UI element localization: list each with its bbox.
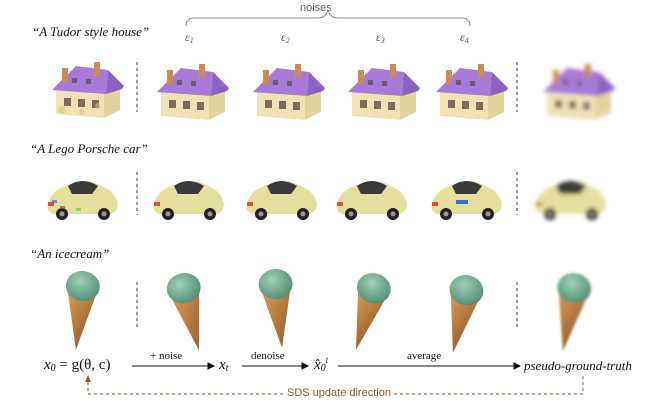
epsilon-2-label: ε2 — [281, 30, 290, 45]
noises-brace — [185, 9, 471, 27]
house-noise-4 — [436, 64, 508, 120]
generator-expr: = g(θ, c) — [59, 357, 111, 373]
car-average — [535, 181, 606, 220]
xhat-symbol: x̂0t — [314, 355, 329, 374]
car-noise-1 — [153, 181, 224, 220]
icecream-average — [544, 269, 594, 355]
house-rendered — [52, 62, 124, 118]
epsilon-4-label: ε4 — [460, 30, 469, 45]
epsilon-3-label: ε3 — [376, 30, 385, 45]
house-noise-1 — [157, 64, 229, 120]
car-noise-4 — [431, 181, 502, 220]
denoise-label: denoise — [251, 350, 285, 362]
sds-update-label: SDS update direction — [284, 387, 394, 399]
prompt-row-icecream: “An icecream” — [30, 246, 110, 261]
icecream-rendered — [57, 268, 102, 352]
icecream-noise-2 — [257, 267, 298, 350]
noises-label: noises — [300, 2, 332, 14]
prompt-row-house: “A Tudor style house” — [32, 24, 150, 39]
icecream-noise-3 — [337, 268, 395, 355]
house-average — [543, 64, 615, 120]
house-noise-3 — [348, 64, 420, 120]
x0-symbol: x0 = g(θ, c) — [44, 357, 111, 374]
xt-symbol: xt — [219, 357, 229, 374]
icecream-noise-1 — [164, 269, 214, 355]
separator-lines — [136, 62, 518, 330]
plus-noise-label: + noise — [150, 350, 183, 362]
car-rendered — [47, 181, 118, 220]
icecream-noise-4 — [434, 271, 487, 357]
epsilon-1-label: ε1 — [185, 30, 194, 45]
house-noise-2 — [253, 64, 325, 120]
prompt-row-car: “A Lego Porsche car” — [30, 141, 148, 156]
car-noise-3 — [336, 181, 407, 220]
pseudo-ground-truth-label: pseudo-ground-truth — [524, 358, 632, 373]
average-label: average — [407, 350, 442, 362]
car-noise-2 — [246, 181, 317, 220]
